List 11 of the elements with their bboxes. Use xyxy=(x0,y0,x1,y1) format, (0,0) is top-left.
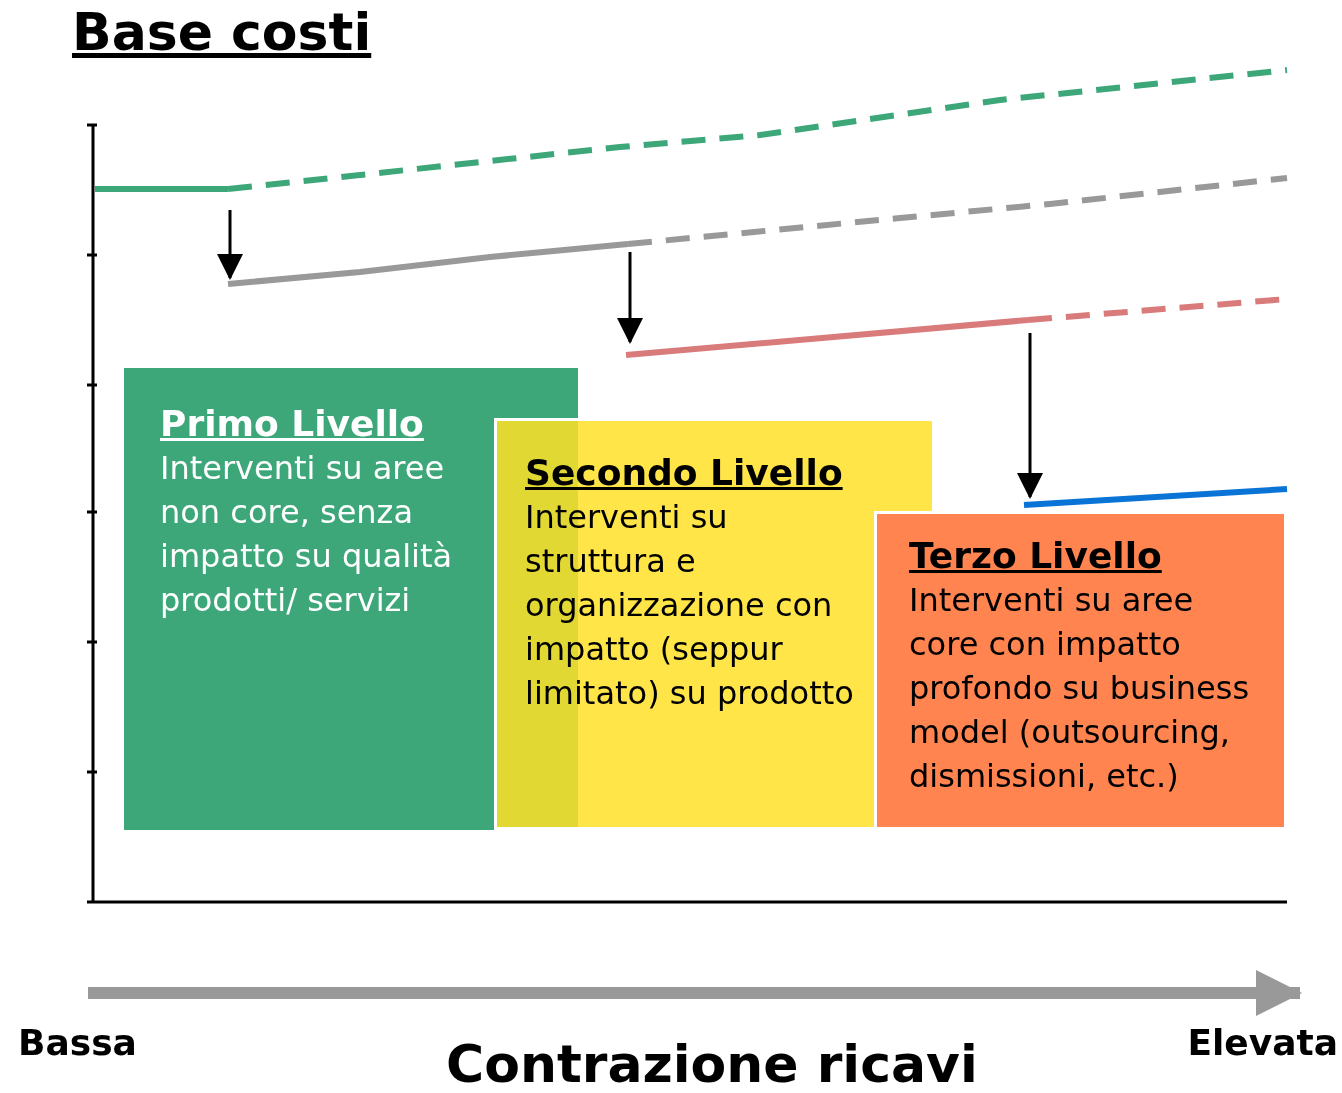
level-description: Interventi su struttura e organizzazione con impatto (seppur limitato) su prodotto xyxy=(525,497,855,714)
level-description: Interventi su aree non core, senza impatto su qualità prodotti/ servizi xyxy=(160,448,454,621)
level-description: Interventi su aree core con impatto profondo su business model (outsourcing, dismissioni, etc.) xyxy=(909,580,1251,797)
axis-label: Elevata xyxy=(1187,1022,1338,1063)
chart-title: Base costi xyxy=(72,2,372,62)
axis-label: Bassa xyxy=(18,1022,137,1063)
level-heading: Secondo Livello xyxy=(525,451,843,495)
axis-title: Contrazione ricavi xyxy=(446,1034,978,1093)
level-box xyxy=(874,511,1287,830)
level-heading: Primo Livello xyxy=(160,402,424,446)
level-heading: Terzo Livello xyxy=(909,534,1162,578)
